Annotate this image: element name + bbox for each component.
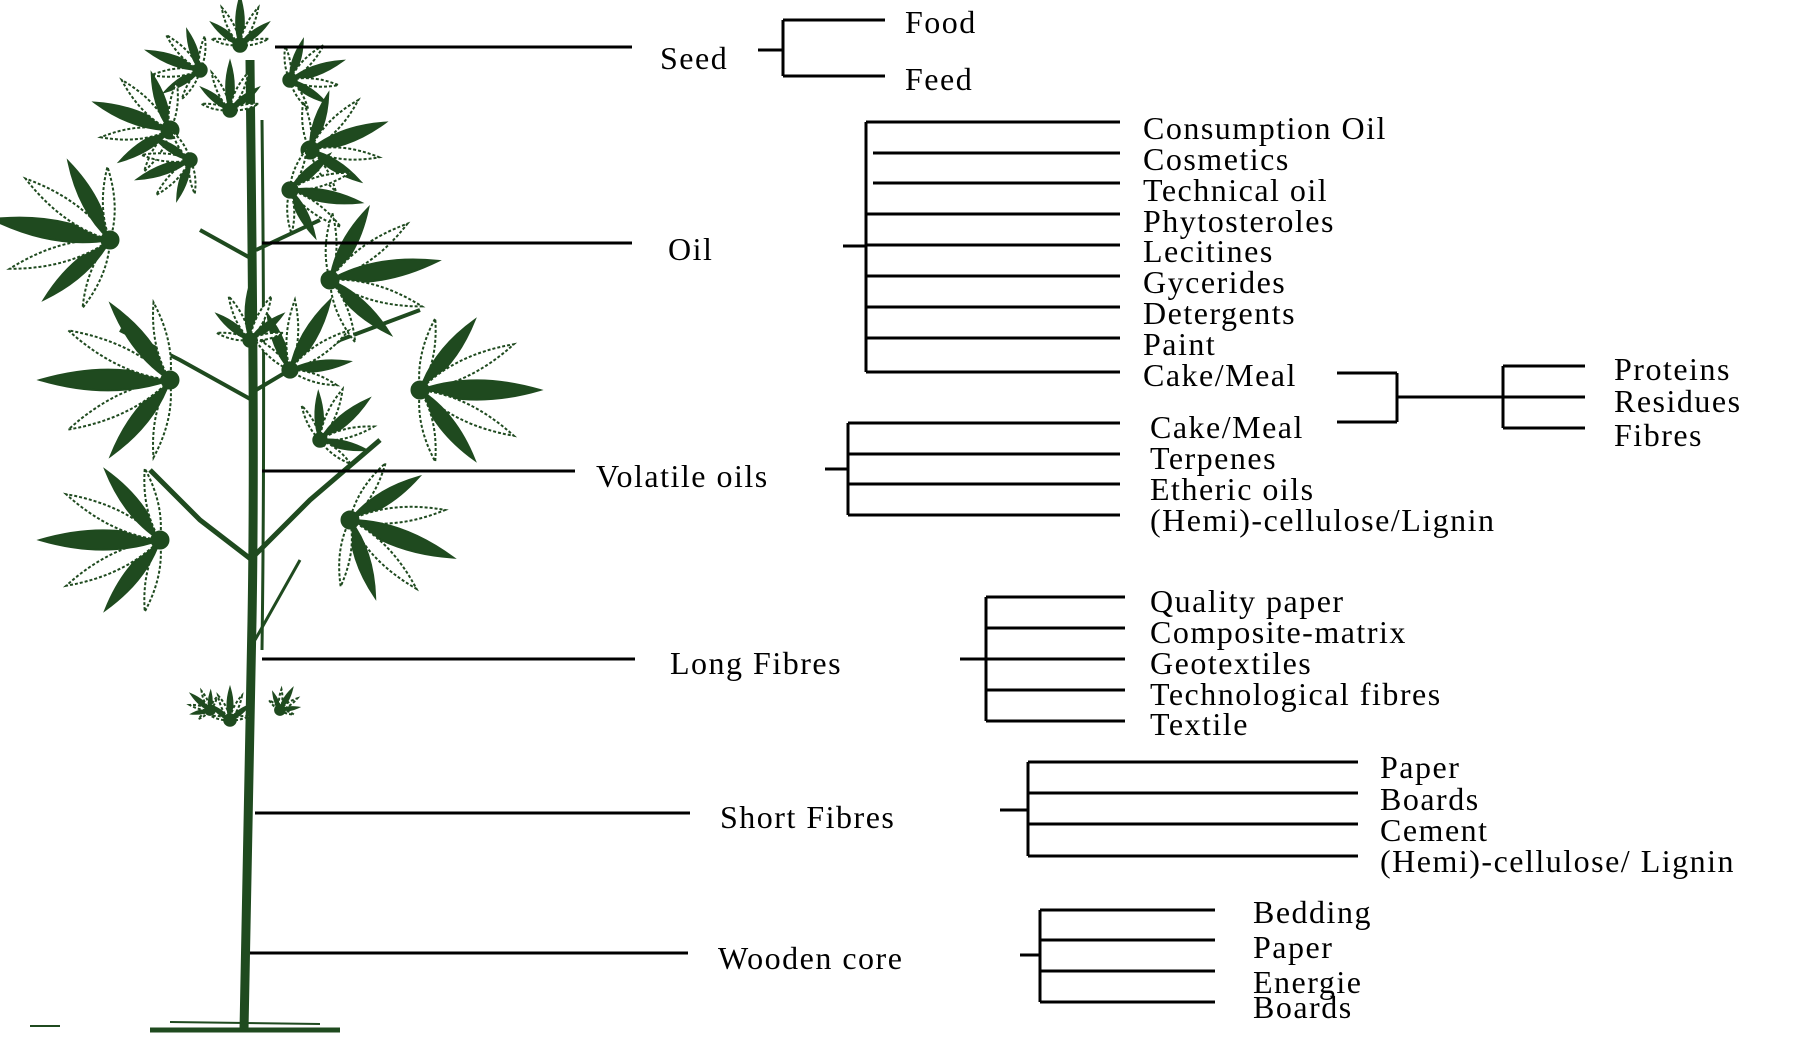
long-fibres-group: Long Fibres Quality paper Composite-matr…: [670, 583, 1442, 742]
product-hemicellulose-lignin-short: (Hemi)-cellulose/ Lignin: [1380, 843, 1735, 879]
category-label-short-fibres: Short Fibres: [720, 799, 895, 835]
leaf-cluster-icon: [282, 149, 361, 237]
leaf-cluster-icon: [190, 691, 217, 719]
product-residues: Residues: [1614, 383, 1742, 419]
leaf-cluster-icon: [283, 41, 343, 109]
category-label-long-fibres: Long Fibres: [670, 645, 842, 681]
product-bedding: Bedding: [1253, 894, 1372, 930]
category-label-wooden-core: Wooden core: [718, 940, 903, 976]
short-fibres-group: Short Fibres Paper Boards Cement (Hemi)-…: [720, 749, 1735, 879]
product-hemicellulose-lignin-volatile: (Hemi)-cellulose/Lignin: [1150, 502, 1496, 538]
product-boards-wooden: Boards: [1253, 989, 1353, 1025]
product-food: Food: [905, 4, 977, 40]
product-paper-wooden: Paper: [1253, 929, 1333, 965]
leaf-cluster-icon: [0, 162, 119, 308]
leaf-cluster-icon: [269, 689, 297, 715]
leaf-cluster-icon: [321, 208, 438, 342]
leaf-cluster-icon: [40, 468, 169, 611]
product-proteins: Proteins: [1614, 351, 1731, 387]
seed-group: Seed Food Feed: [660, 4, 977, 97]
product-feed: Feed: [905, 61, 973, 97]
product-textile: Textile: [1150, 706, 1249, 742]
cake-meal-outputs-group: Proteins Residues Fibres: [1337, 351, 1742, 453]
leaf-cluster-icon: [339, 463, 453, 597]
leaf-cluster-icon: [40, 302, 179, 457]
category-label-oil: Oil: [668, 231, 713, 267]
leaf-cluster-icon: [411, 318, 540, 461]
product-fibres: Fibres: [1614, 417, 1703, 453]
oil-group: Oil Consumption Oil Cosmetics Technical …: [668, 110, 1387, 393]
leaf-cluster-icon: [211, 689, 249, 727]
wooden-core-group: Wooden core Bedding Paper Energie Boards: [718, 894, 1372, 1025]
leaf-cluster-icon: [211, 0, 268, 52]
category-label-volatile-oils: Volatile oils: [596, 458, 769, 494]
hemp-plant-icon: [0, 0, 540, 1030]
product-cake-meal-oil: Cake/Meal: [1143, 357, 1297, 393]
category-label-seed: Seed: [660, 40, 728, 76]
volatile-oils-group: Volatile oils Cake/Meal Terpenes Etheric…: [596, 409, 1496, 538]
product-paper-short: Paper: [1380, 749, 1460, 785]
